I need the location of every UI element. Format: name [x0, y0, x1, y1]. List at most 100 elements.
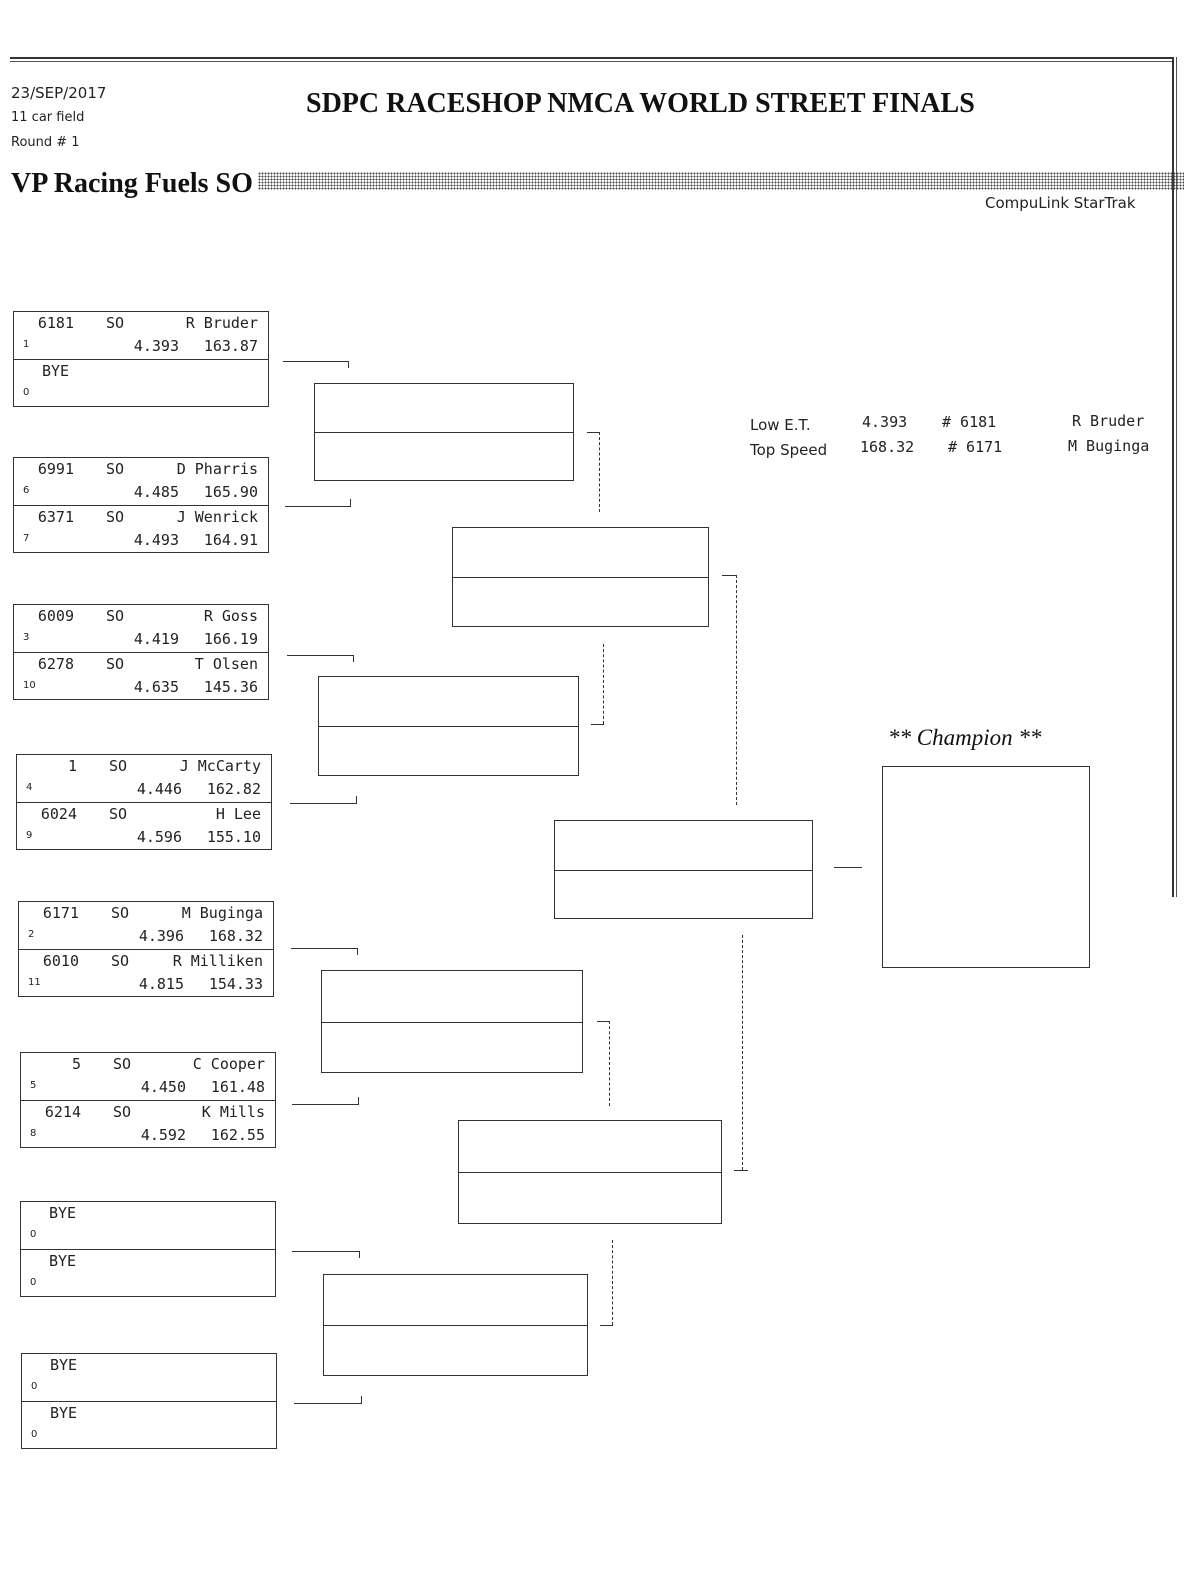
car-number: 6171	[42, 904, 79, 922]
connector-line	[587, 432, 600, 433]
qualifying-seed: 10	[23, 680, 36, 691]
connector-tick	[358, 1097, 359, 1104]
bye-label: BYE	[50, 1404, 78, 1422]
lane-slot	[459, 1121, 721, 1172]
connector-tick	[353, 655, 354, 662]
driver-name: H Lee	[215, 805, 261, 823]
elapsed-time: 4.592	[140, 1126, 186, 1144]
driver-name: J McCarty	[179, 757, 261, 775]
trap-speed: 168.32	[208, 927, 263, 945]
page-frame-right-inner	[1176, 57, 1177, 897]
elapsed-time: 4.450	[140, 1078, 186, 1096]
qualifying-seed: 8	[30, 1128, 37, 1139]
field-size: 11 car field	[11, 110, 85, 125]
connector-line	[290, 803, 357, 804]
qualifying-seed: 0	[31, 1429, 38, 1440]
lane-slot	[459, 1172, 721, 1223]
dashed-connector	[603, 644, 604, 724]
connector-line	[734, 1170, 748, 1171]
connector-tick	[361, 1396, 362, 1403]
lane-slot	[324, 1275, 587, 1325]
car-number: 6991	[37, 460, 74, 478]
driver-name: C Cooper	[192, 1055, 265, 1073]
elapsed-time: 4.635	[133, 678, 179, 696]
lane-slot	[315, 384, 573, 432]
trap-speed: 166.19	[203, 630, 258, 648]
qualifying-seed: 3	[23, 632, 30, 643]
elapsed-time: 4.485	[133, 483, 179, 501]
lane-top: BYE 0	[21, 1202, 275, 1249]
trap-speed: 165.90	[203, 483, 258, 501]
elapsed-time: 4.396	[138, 927, 184, 945]
connector-line	[287, 655, 354, 656]
dashed-connector	[612, 1240, 613, 1325]
class-code: SO	[106, 508, 125, 526]
driver-name: R Goss	[203, 607, 258, 625]
top-speed-car: # 6171	[948, 438, 1003, 456]
lane-slot	[319, 726, 578, 775]
connector-line	[283, 361, 349, 362]
class-code: SO	[106, 607, 125, 625]
elapsed-time: 4.596	[136, 828, 182, 846]
low-et-driver: R Bruder	[1072, 412, 1145, 430]
round3-match-1	[452, 527, 709, 627]
car-number: 6024	[40, 805, 77, 823]
lane-slot	[453, 577, 708, 626]
driver-name: D Pharris	[176, 460, 258, 478]
qualifying-seed: 0	[30, 1229, 37, 1240]
page-frame-right	[1172, 57, 1174, 897]
qualifying-seed: 0	[30, 1277, 37, 1288]
car-number: 6010	[42, 952, 79, 970]
driver-name: J Wenrick	[176, 508, 258, 526]
elapsed-time: 4.815	[138, 975, 184, 993]
class-code: SO	[109, 805, 128, 823]
class-code: SO	[109, 757, 128, 775]
connector-line	[600, 1325, 613, 1326]
trap-speed: 163.87	[203, 337, 258, 355]
driver-name: R Bruder	[185, 314, 258, 332]
top-speed-label: Top Speed	[750, 441, 828, 459]
class-code: SO	[113, 1103, 132, 1121]
car-number: 5	[71, 1055, 81, 1073]
car-number: 6371	[37, 508, 74, 526]
lane-slot	[324, 1325, 587, 1375]
class-code: SO	[113, 1055, 132, 1073]
bye-label: BYE	[49, 1204, 77, 1222]
qualifying-seed: 4	[26, 782, 33, 793]
trap-speed: 145.36	[203, 678, 258, 696]
top-speed-value: 168.32	[860, 438, 915, 456]
qualifying-seed: 1	[23, 339, 30, 350]
lane-slot	[555, 821, 812, 870]
connector-line	[292, 1104, 359, 1105]
trap-speed: 155.10	[206, 828, 261, 846]
qualifying-seed: 7	[23, 533, 30, 544]
low-et-car: # 6181	[942, 413, 997, 431]
qualifying-seed: 6	[23, 485, 30, 496]
connector-tick	[348, 361, 349, 368]
lane-slot	[315, 432, 573, 480]
car-number: 1	[67, 757, 77, 775]
class-code: SO	[106, 314, 125, 332]
final-match	[554, 820, 813, 919]
trap-speed: 162.55	[210, 1126, 265, 1144]
round2-match-4	[323, 1274, 588, 1376]
trap-speed: 162.82	[206, 780, 261, 798]
qualifying-seed: 0	[23, 387, 30, 398]
driver-name: K Mills	[201, 1103, 265, 1121]
driver-name: R Milliken	[172, 952, 263, 970]
qualifying-seed: 5	[30, 1080, 37, 1091]
